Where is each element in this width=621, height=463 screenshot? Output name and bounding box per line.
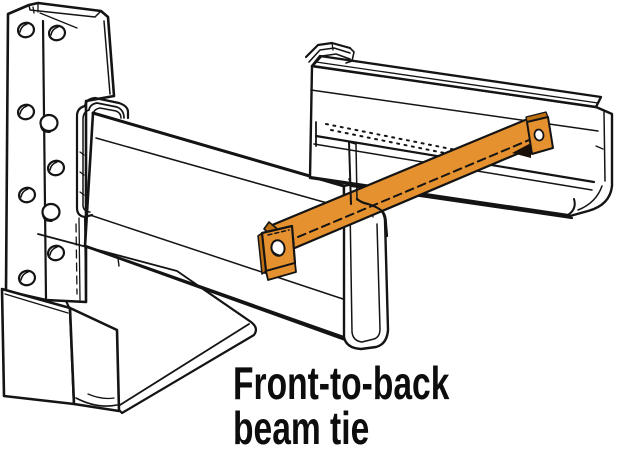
front-beam [83,111,390,351]
rear-beam-end-cap [304,41,355,68]
connector-studs [39,113,61,223]
upright-foot [0,287,121,413]
tie-front-bracket [257,221,297,281]
upright-holes-right [46,24,67,262]
tie-rear-bracket [512,111,554,158]
tie-front-hole [270,239,286,257]
caption-line-2: beam tie [233,402,370,454]
beam-connector-bracket [75,96,130,219]
caption: Front-to-back beam tie [233,357,450,454]
tie-rear-hole [533,128,545,142]
tie-rear-shadow [512,143,531,158]
front-beam-step-flange [348,141,389,238]
base-plate-back-edge [37,233,252,323]
caption-line-1: Front-to-back [233,357,450,409]
upright-holes-left [16,21,37,287]
front-to-back-beam-tie [257,111,554,281]
